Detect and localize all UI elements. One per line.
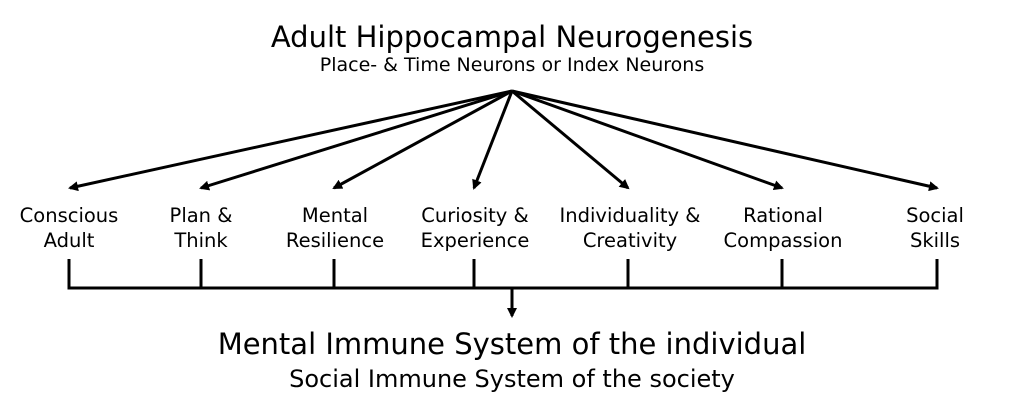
node-label-line1: Individuality & bbox=[559, 204, 701, 227]
node-label-line1: Mental bbox=[301, 204, 369, 227]
outcome-title: Mental Immune System of the individual bbox=[217, 327, 807, 361]
node-label-line1: Conscious bbox=[19, 204, 119, 227]
node-rational-compassion: Rational Compassion bbox=[724, 203, 843, 253]
arrow-to-mental-resilience bbox=[332, 89, 513, 190]
node-label-line2: Experience bbox=[420, 229, 530, 252]
arrow-to-individuality-creativity bbox=[511, 89, 630, 190]
arrow-to-social-skills bbox=[511, 89, 939, 192]
arrow-to-conscious-adult bbox=[68, 89, 513, 192]
node-label-line2: Creativity bbox=[582, 229, 678, 252]
node-social-skills: Social Skills bbox=[906, 203, 964, 253]
node-label-line2: Resilience bbox=[285, 229, 385, 252]
node-label-line2: Skills bbox=[909, 229, 961, 252]
node-label-line2: Adult bbox=[43, 229, 95, 252]
node-label-line2: Compassion bbox=[723, 229, 843, 252]
node-label-line1: Social bbox=[906, 204, 964, 227]
node-plan-think: Plan & Think bbox=[170, 203, 233, 253]
node-mental-resilience: Mental Resilience bbox=[286, 203, 384, 253]
arrow-to-plan-think bbox=[199, 89, 513, 191]
arrow-to-rational-compassion bbox=[511, 89, 784, 191]
node-label-line1: Rational bbox=[743, 204, 823, 227]
node-individuality-creativity: Individuality & Creativity bbox=[560, 203, 701, 253]
arrow-to-curiosity-experience bbox=[472, 90, 514, 190]
node-label-line2: Think bbox=[174, 229, 228, 252]
diagram-title: Adult Hippocampal Neurogenesis bbox=[270, 20, 754, 54]
node-curiosity-experience: Curiosity & Experience bbox=[421, 203, 530, 253]
diagram-subtitle: Place- & Time Neurons or Index Neurons bbox=[319, 54, 705, 76]
node-conscious-adult: Conscious Adult bbox=[20, 203, 119, 253]
node-label-line1: Plan & bbox=[169, 204, 233, 227]
outcome-subtitle: Social Immune System of the society bbox=[289, 365, 735, 393]
node-label-line1: Curiosity & bbox=[421, 204, 529, 227]
